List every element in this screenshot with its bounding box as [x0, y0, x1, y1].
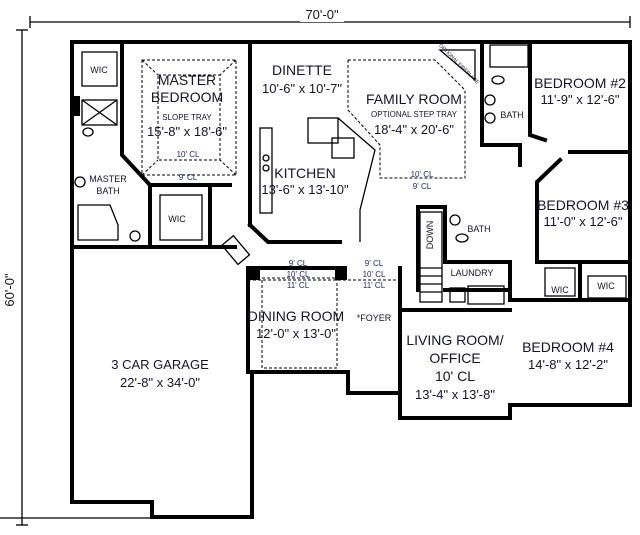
dinette-label: DINETTE — [272, 62, 332, 78]
family-cl-inner: 10' CL — [411, 170, 434, 179]
upper-tub — [489, 44, 529, 68]
bedroom2-label: BEDROOM #2 — [534, 75, 626, 91]
washer-dryer — [467, 285, 505, 305]
exterior-walls — [70, 40, 632, 519]
living-room-label: LIVING ROOM/ — [406, 332, 503, 348]
living-room-size: 13'-4" x 13'-8" — [415, 387, 495, 402]
dining-room-size: 12'-0" x 13'-0" — [256, 326, 336, 341]
family-cl-outer: 9' CL — [413, 182, 432, 191]
foyer-cl-9: 9' CL — [365, 259, 384, 268]
garage-door-entry — [221, 234, 251, 266]
bath-upper-label: BATH — [500, 110, 523, 120]
fireplace — [438, 49, 476, 82]
laundry-sink — [449, 287, 466, 303]
counter — [259, 127, 273, 214]
family-room-note: OPTIONAL STEP TRAY — [371, 110, 458, 119]
dining-room-label: DINING ROOM — [248, 308, 344, 324]
master-bedroom-size: 15'-8" x 18'-6" — [147, 124, 227, 139]
bedroom4-size: 14'-8" x 12'-2" — [528, 357, 608, 372]
bath-lower-label: BATH — [467, 224, 490, 234]
family-room-label: FAMILY ROOM — [366, 91, 462, 107]
master-bath-label-2: BATH — [96, 186, 119, 196]
dining-cl-9: 9' CL — [289, 259, 308, 268]
master-wic-label: WIC — [90, 65, 108, 75]
tub — [77, 204, 119, 241]
garage-size: 22'-8" x 34'-0" — [120, 375, 200, 390]
bedroom3-label: BEDROOM #3 — [537, 197, 629, 213]
wic-b3-label: WIC — [551, 285, 569, 295]
laundry-label: LAUNDRY — [451, 268, 494, 278]
sink — [331, 137, 355, 159]
bedroom2-size: 11'-9" x 12'-6" — [541, 92, 620, 107]
master-bath-label: MASTER — [89, 174, 127, 184]
width-dimension: 70'-0" — [305, 7, 339, 22]
interior-walls — [120, 40, 632, 395]
living-room-label-2: OFFICE — [429, 350, 480, 366]
foyer-cl-10: 10' CL — [363, 270, 386, 279]
stairs-steps — [419, 211, 443, 303]
foyer-cl-11: 11' CL — [363, 281, 386, 290]
depth-dimension: 60'-0" — [2, 273, 17, 307]
wic-b4-label: WIC — [597, 281, 615, 291]
master-wic2-label: WIC — [168, 214, 186, 224]
dining-cl-10: 10' CL — [287, 270, 310, 279]
bedroom3-size: 11'-0" x 12'-6" — [544, 214, 623, 229]
dinette-size: 10'-6" x 10'-7" — [262, 81, 342, 96]
master-cl-inner: 10' CL — [177, 150, 200, 159]
stairs-label: DOWN — [425, 221, 435, 250]
room-labels: WIC MASTER BEDROOM SLOPE TRAY 15'-8" x 1… — [89, 43, 629, 402]
living-room-cl: 10' CL — [435, 368, 475, 384]
foyer-label: *FOYER — [357, 313, 392, 323]
ceiling-trays — [141, 59, 466, 369]
master-bedroom-note: SLOPE TRAY — [162, 113, 212, 122]
dining-cl-11: 11' CL — [287, 281, 310, 290]
garage-label: 3 CAR GARAGE — [111, 357, 209, 372]
kitchen-label: KITCHEN — [274, 165, 335, 181]
family-room-size: 18'-4" x 20'-6" — [374, 122, 454, 137]
island — [307, 117, 339, 144]
shower — [81, 99, 118, 126]
kitchen-size: 13'-6" x 13'-10" — [261, 182, 349, 197]
master-bedroom-label: MASTER — [158, 72, 216, 88]
master-cl-outer: 9' CL — [179, 173, 198, 182]
master-bedroom-label-2: BEDROOM — [151, 89, 223, 105]
bedroom4-label: BEDROOM #4 — [522, 339, 614, 355]
fixtures — [72, 44, 627, 305]
